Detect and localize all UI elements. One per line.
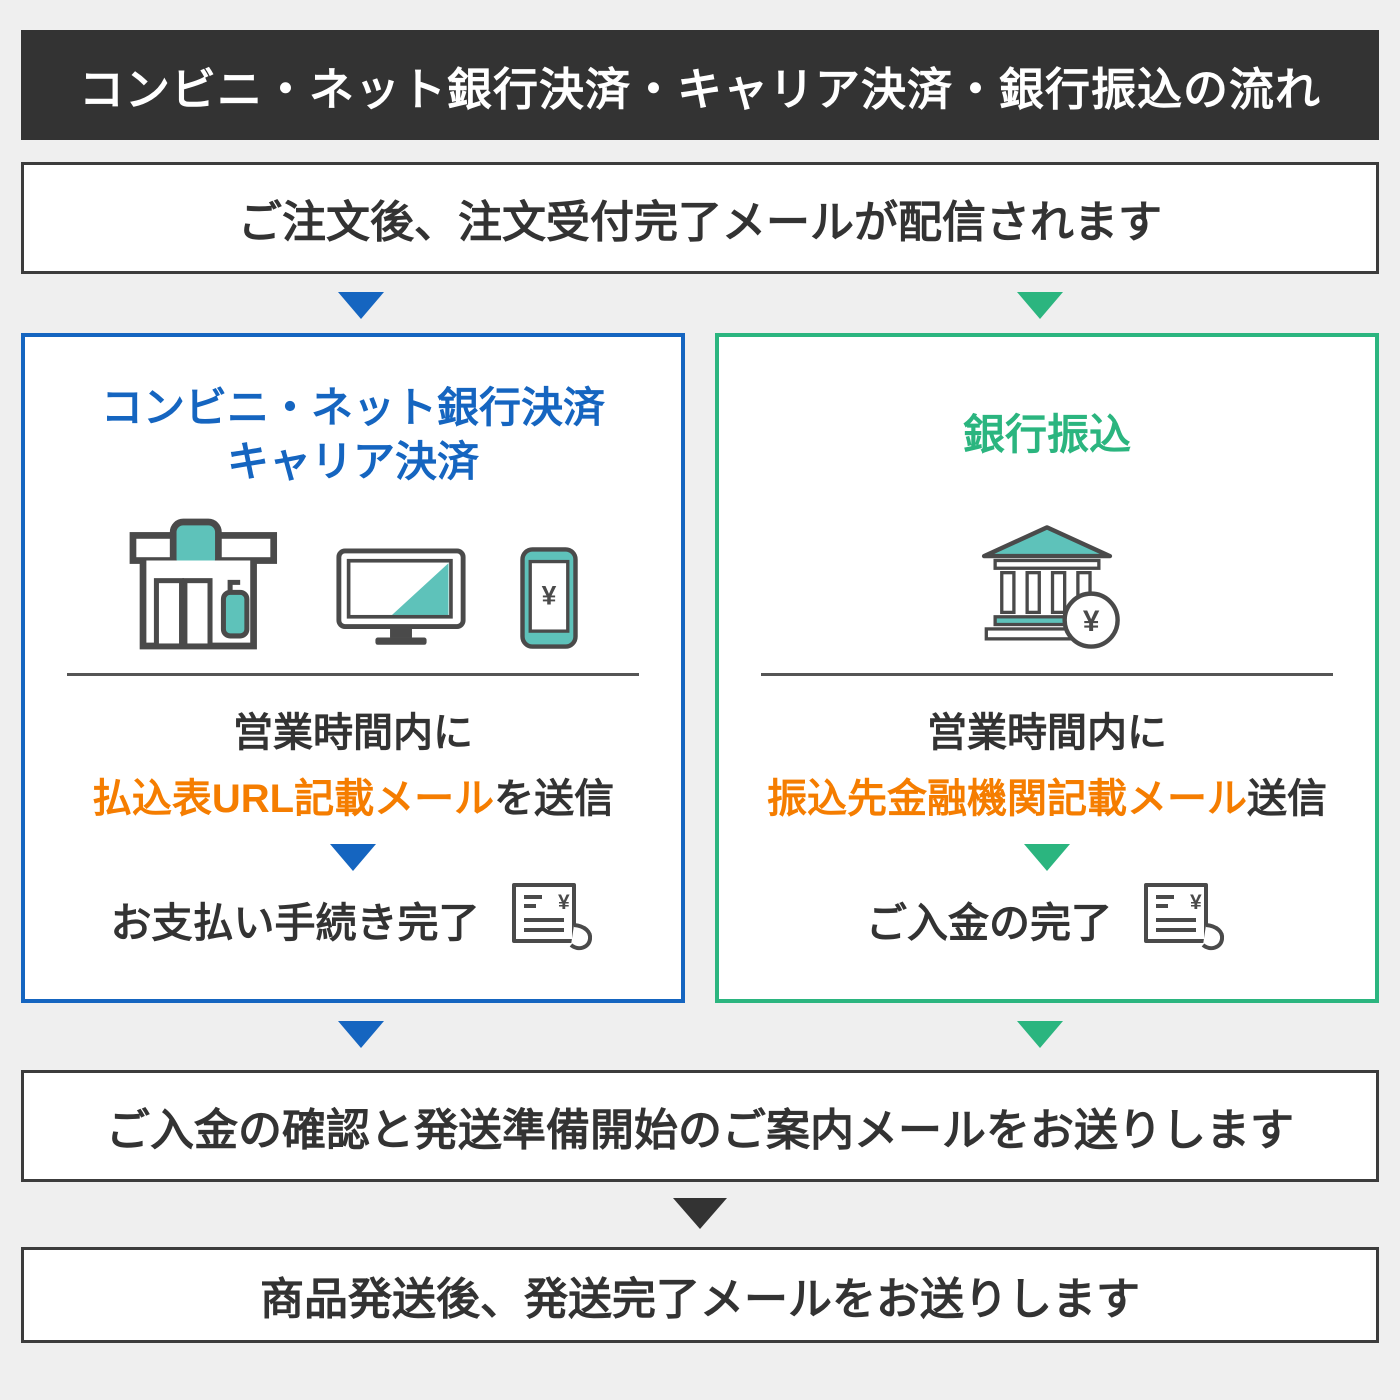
payment-complete-row-right: ご入金の完了 ¥ — [747, 879, 1347, 959]
branch-arrow-left-cell — [21, 292, 700, 319]
yen-symbol: ¥ — [1190, 891, 1202, 914]
page-title-text: コンビニ・ネット銀行決済・キャリア決済・銀行振込の流れ — [78, 63, 1321, 115]
timing-text-left: 営業時間内に — [233, 711, 473, 755]
step-shipped: 商品発送後、発送完了メールをお送りします — [21, 1247, 1379, 1343]
branch-arrow-left-cell — [21, 1021, 700, 1048]
divider — [67, 673, 639, 676]
panel-bank-title: 銀行振込 — [747, 379, 1347, 491]
branch-arrow-right-cell — [700, 1021, 1379, 1048]
yen-symbol: ¥ — [558, 891, 570, 914]
branch-arrows-bottom — [21, 1021, 1379, 1048]
mail-suffix-left: を送信 — [494, 777, 615, 821]
branch-arrow-right-cell — [700, 292, 1379, 319]
smartphone-icon: ¥ — [520, 547, 578, 649]
bank-icon: ¥ — [981, 525, 1120, 649]
bank-transfer-icons: ¥ — [747, 501, 1347, 651]
branch-arrows-top — [21, 292, 1379, 319]
payment-complete-text-left: お支払い手続き完了 — [110, 900, 480, 946]
computer-monitor-icon — [336, 548, 466, 645]
step-order-received-text: ご注文後、注文受付完了メールが配信されます — [238, 198, 1162, 247]
step-shipped-text: 商品発送後、発送完了メールをお送りします — [260, 1275, 1140, 1324]
mail-line-left: 払込表URL記載メールを送信 — [53, 766, 653, 824]
payment-branches: コンビニ・ネット銀行決済 キャリア決済 — [21, 333, 1379, 1003]
mail-suffix-right: 送信 — [1247, 777, 1327, 821]
mail-line-right: 振込先金融機関記載メール送信 — [747, 766, 1347, 824]
panel-bank-title-text: 銀行振込 — [962, 411, 1131, 459]
panel-convenience-title-line1: コンビニ・ネット銀行決済 — [100, 384, 605, 432]
divider — [761, 673, 1333, 676]
panel-convenience-carrier: コンビニ・ネット銀行決済 キャリア決済 — [21, 333, 685, 1003]
mail-highlight-right: 振込先金融機関記載メール — [767, 777, 1247, 821]
step-order-received: ご注文後、注文受付完了メールが配信されます — [21, 162, 1379, 274]
yen-symbol: ¥ — [1083, 605, 1100, 638]
mail-highlight-left: 払込表URL記載メール — [91, 777, 495, 821]
receipt-icon: ¥ — [1144, 883, 1225, 951]
arrow-down-blue-icon — [337, 1021, 384, 1048]
arrow-down-green-icon — [1016, 292, 1063, 319]
panel-bank-transfer: 銀行振込 ¥ 営業時間内に 振込先金融機 — [715, 333, 1379, 1003]
yen-symbol: ¥ — [542, 581, 557, 611]
page-title: コンビニ・ネット銀行決済・キャリア決済・銀行振込の流れ — [21, 30, 1379, 140]
payment-complete-text-right: ご入金の完了 — [866, 900, 1112, 946]
arrow-down-dark-icon — [673, 1198, 727, 1229]
convenience-store-icon — [129, 518, 278, 650]
receipt-icon: ¥ — [511, 883, 592, 951]
arrow-down-blue-icon — [330, 844, 376, 871]
arrow-down-green-icon — [1016, 1021, 1063, 1048]
arrow-down-blue-icon — [337, 292, 384, 319]
arrow-down-green-icon — [1024, 844, 1070, 871]
payment-method-icons: ¥ — [53, 501, 653, 651]
step-payment-confirmed-text: ご入金の確認と発送準備開始のご案内メールをお送りします — [106, 1106, 1294, 1155]
panel-convenience-title: コンビニ・ネット銀行決済 キャリア決済 — [53, 379, 653, 491]
panel-convenience-title-line2: キャリア決済 — [226, 438, 479, 485]
step-payment-confirmed: ご入金の確認と発送準備開始のご案内メールをお送りします — [21, 1070, 1379, 1182]
payment-complete-row-left: お支払い手続き完了 ¥ — [53, 879, 653, 959]
timing-text-right: 営業時間内に — [927, 711, 1167, 755]
